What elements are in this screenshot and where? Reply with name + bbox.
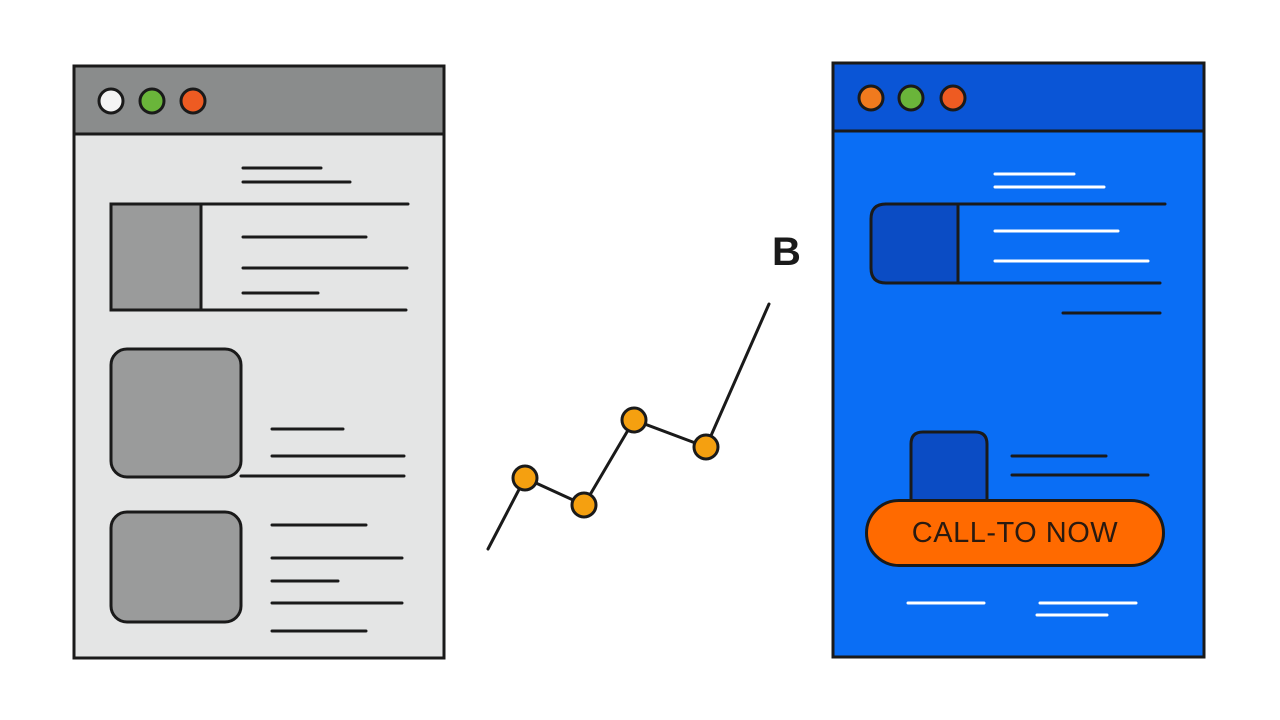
call-to-action-button[interactable]: CALL-TO NOW	[865, 499, 1165, 567]
trend-point	[570, 491, 598, 519]
variant-a-window	[72, 64, 446, 660]
variant-a-card-2	[109, 510, 404, 633]
call-to-action-label: CALL-TO NOW	[911, 516, 1119, 549]
variant-b-header-lines	[993, 172, 1106, 189]
variant-b-titlebar	[831, 61, 1206, 133]
variant-a-hero	[109, 202, 410, 312]
variant-b-product-image	[909, 430, 989, 500]
variant-b-body	[831, 61, 1206, 659]
variant-b-hero	[869, 202, 1167, 315]
white-dot-icon	[97, 87, 125, 115]
variant-a-card-1-image	[109, 347, 243, 479]
orange-dot-icon	[179, 87, 207, 115]
trend-point	[620, 406, 648, 434]
variant-a-titlebar	[72, 64, 446, 136]
variant-b-hero-image	[869, 202, 960, 285]
variant-b-window	[831, 61, 1206, 659]
variant-a-card-2-image	[109, 510, 243, 624]
green-dot-icon	[897, 84, 925, 112]
orange-dot-icon	[939, 84, 967, 112]
variant-b-product	[909, 430, 1150, 500]
variant-b-footer-lines	[906, 601, 1138, 617]
rising-trend-line-icon	[486, 302, 771, 551]
green-dot-icon	[138, 87, 166, 115]
variant-a-hero-image	[109, 202, 203, 312]
orange-dot-icon	[857, 84, 885, 112]
variant-b-label: B	[772, 230, 801, 274]
trend-point	[692, 433, 720, 461]
trend-point	[511, 464, 539, 492]
variant-a-card-1	[109, 347, 406, 479]
variant-a-header-lines	[241, 166, 352, 184]
